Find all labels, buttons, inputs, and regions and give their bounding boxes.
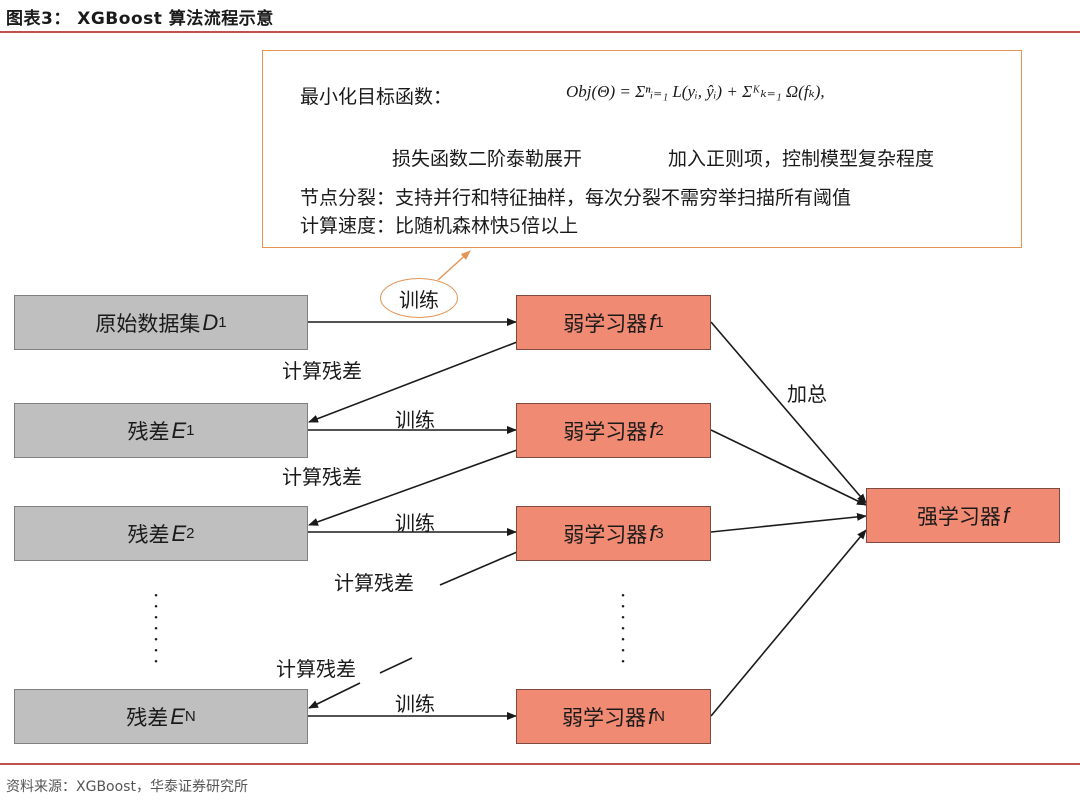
sum-arrow-1 (710, 321, 867, 504)
box-text: 弱学习器 (563, 419, 648, 444)
train-label-2: 训练 (395, 408, 435, 432)
sum-arrow-3 (710, 512, 867, 533)
box-subscript: 1 (655, 314, 664, 331)
box-symbol: E (171, 417, 187, 443)
sum-arrow-2 (710, 429, 867, 506)
box-symbol: f (1002, 502, 1010, 528)
left-vertical-ellipsis: ······· (152, 583, 160, 673)
box-text: 残差 (126, 705, 169, 730)
box-symbol: f (649, 417, 656, 443)
figure-title: 图表3： XGBoost 算法流程示意 (6, 9, 274, 29)
box-text: 残差 (127, 522, 170, 547)
box-text: 弱学习器 (562, 705, 647, 730)
residual-arrow-n-tail (379, 657, 413, 674)
residual-arrow-1 (308, 341, 518, 423)
box-subscript: N (184, 708, 196, 725)
source-note: 资料来源：XGBoost，华泰证券研究所 (6, 779, 248, 795)
box-text: 弱学习器 (563, 311, 648, 336)
objective-formula: Obj(Θ) = Σⁿᵢ₌₁ L(yᵢ, ŷᵢ) + Σᴷₖ₌₁ Ω(fₖ), (566, 82, 825, 101)
box-text: 残差 (127, 419, 170, 444)
objective-label: 最小化目标函数： (300, 86, 453, 108)
objective-note-box (262, 50, 1022, 248)
regularization-text: 加入正则项，控制模型复杂程度 (668, 148, 935, 170)
box-subscript: 2 (186, 525, 195, 542)
box-text: 原始数据集 (95, 311, 201, 336)
box-text: 弱学习器 (563, 522, 648, 547)
box-symbol: E (170, 703, 185, 729)
box-symbol: E (171, 520, 187, 546)
residual-label-1: 计算残差 (282, 359, 362, 383)
loss-taylor-text: 损失函数二阶泰勒展开 (392, 148, 583, 170)
box-subscript: N (654, 708, 665, 725)
residual-arrow-3 (439, 551, 518, 586)
box-text: 强学习器 (916, 504, 1001, 529)
residual-label-3: 计算残差 (334, 571, 414, 595)
right-vertical-ellipsis: ······· (619, 583, 627, 673)
train-label-n: 训练 (395, 692, 435, 716)
residual-label-n: 计算残差 (276, 657, 356, 681)
header-rule (0, 31, 1080, 33)
oval-to-note-arrow (437, 250, 471, 281)
sum-arrow-n (710, 529, 867, 717)
box-symbol: f (649, 520, 656, 546)
box-symbol: f (648, 703, 655, 729)
train-oval-label: 训练 (380, 278, 458, 318)
train-label-3: 训练 (395, 511, 435, 535)
box-symbol: D (202, 309, 219, 335)
residual-arrow-2 (308, 449, 518, 526)
box-subscript: 3 (655, 525, 664, 542)
residual-label-2: 计算残差 (282, 465, 362, 489)
residual-arrow-n (308, 682, 361, 709)
speed-text: 计算速度：比随机森林快5倍以上 (300, 215, 579, 237)
box-subscript: 2 (655, 422, 664, 439)
node-split-text: 节点分裂：支持并行和特征抽样，每次分裂不需穷举扫描所有阈值 (300, 187, 852, 209)
footer-rule (0, 763, 1080, 765)
box-symbol: f (649, 309, 656, 335)
box-subscript: 1 (218, 314, 227, 331)
box-subscript: 1 (186, 422, 195, 439)
sum-label: 加总 (787, 382, 827, 406)
